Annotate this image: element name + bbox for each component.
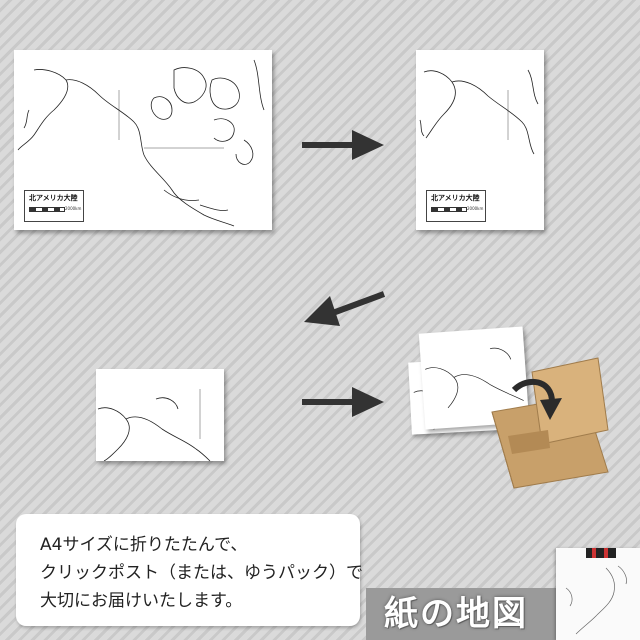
full-map-sheet: 北アメリカ大陸 2000km: [14, 50, 272, 230]
arrow-down-left-icon: [304, 291, 386, 326]
legend-title: 北アメリカ大陸: [29, 194, 78, 202]
cardboard-box: [491, 357, 609, 489]
folded-quarter-sheet: [96, 369, 224, 461]
packaging-illustration: [404, 320, 614, 490]
scale-bar-2: [431, 207, 467, 212]
caption-line-1: A4サイズに折りたたんで、: [40, 535, 248, 555]
map-legend: 北アメリカ大陸 2000km: [24, 190, 84, 222]
paper-front: [418, 326, 530, 430]
japan-map-thumbnail: [556, 548, 640, 640]
legend-title-2: 北アメリカ大陸: [431, 194, 480, 202]
folded-half-sheet: 北アメリカ大陸 2000km: [416, 50, 544, 230]
caption-line-2: クリックポスト（または、ゆうパック）で: [40, 563, 363, 583]
north-america-map: [17, 59, 265, 227]
map-legend-2: 北アメリカ大陸 2000km: [426, 190, 486, 222]
brand-title: 紙の地図: [384, 594, 528, 634]
alaska-map: [419, 69, 539, 155]
fold-turn-arrow-icon: [511, 379, 562, 420]
caption-line-3: 大切にお届けいたします。: [40, 591, 243, 611]
scale-label: 2000km: [65, 206, 82, 211]
quarter-map: [97, 389, 211, 461]
scale-bar: [29, 207, 65, 212]
caption-box: A4サイズに折りたたんで、 クリックポスト（または、ゆうパック）で 大切にお届け…: [16, 514, 363, 626]
arrow-right-icon-2: [302, 387, 384, 417]
arrow-right-icon: [302, 130, 384, 160]
scale-label-2: 2000km: [467, 206, 484, 211]
